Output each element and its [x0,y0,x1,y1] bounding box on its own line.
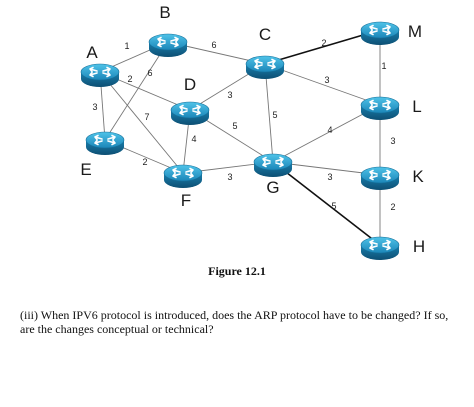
router-icon [85,131,125,155]
edge-weight-l-k: 3 [390,136,395,146]
router-icon [360,166,400,190]
router-node-b: B [148,3,188,57]
node-label-l: L [412,97,421,116]
edge-weight-a-e: 3 [92,102,97,112]
node-label-e: E [80,160,91,179]
router-node-g: G [253,153,293,197]
node-label-k: K [412,167,424,186]
router-icon [163,164,203,188]
router-node-a: A [80,43,120,87]
edge-weight-b-c: 6 [211,40,216,50]
router-node-l: L [360,96,422,120]
node-label-m: M [408,22,422,41]
edge-weight-k-h: 2 [390,202,395,212]
edge-weight-c-g: 5 [272,110,277,120]
edge-weight-c-l: 3 [324,75,329,85]
nodes-layer: A B C D E F G M L K H [80,3,425,260]
router-icon [80,63,120,87]
node-label-b: B [159,3,170,22]
edge-weight-b-e: 6 [147,68,152,78]
router-node-m: M [360,21,422,45]
router-node-f: F [163,164,203,210]
question-text: (iii) When IPV6 protocol is introduced, … [20,308,449,336]
edge-weight-d-g: 5 [232,121,237,131]
router-icon [170,101,210,125]
router-node-k: K [360,166,424,190]
router-icon [360,96,400,120]
edge-labels-layer: 1 2 3 7 6 6 2 3 5 3 4 5 2 3 4 3 5 1 3 2 [92,38,395,212]
edge-weight-a-f: 7 [144,112,149,122]
edge-a-f [99,71,184,174]
edge-weight-c-d: 3 [227,90,232,100]
router-node-h: H [360,236,425,260]
edge-c-g [264,63,274,163]
router-node-c: C [245,25,285,79]
node-label-c: C [259,25,271,44]
router-icon [360,236,400,260]
node-label-a: A [86,43,98,62]
node-label-h: H [413,237,425,256]
router-icon [253,153,293,177]
edge-g-h [272,161,381,246]
edges-layer [99,29,381,246]
router-icon [245,55,285,79]
edge-b-e [104,41,169,141]
edge-weight-d-f: 4 [191,134,196,144]
edge-weight-m-l: 1 [381,61,386,71]
edge-weight-a-d: 2 [127,74,132,84]
router-icon [148,33,188,57]
edge-weight-g-l: 4 [327,125,332,135]
edge-weight-e-f: 2 [142,157,147,167]
edge-weight-c-m: 2 [321,38,326,48]
edge-c-m [264,29,381,65]
router-node-d: D [170,75,210,125]
edge-weight-g-k: 3 [327,172,332,182]
edge-weight-a-b: 1 [124,41,129,51]
node-label-f: F [181,191,191,210]
router-icon [360,21,400,45]
edge-weight-g-h: 5 [331,201,336,211]
node-label-d: D [184,75,196,94]
figure-caption: Figure 12.1 [208,264,266,278]
router-node-e: E [80,131,125,179]
edge-c-l [264,63,381,106]
edge-weight-f-g: 3 [227,172,232,182]
node-label-g: G [266,178,279,197]
